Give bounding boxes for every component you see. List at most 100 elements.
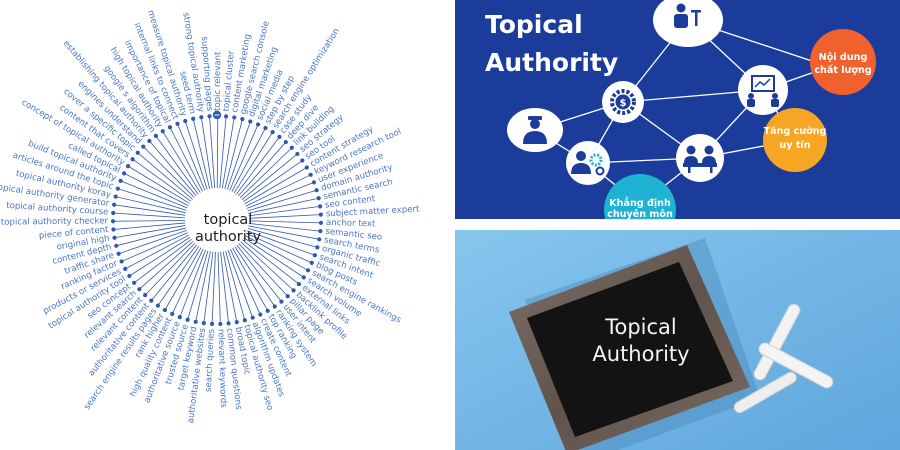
keyword-label: subject matter expert — [326, 204, 421, 219]
spoke-group — [110, 110, 324, 327]
spoke-line — [234, 246, 276, 307]
dollar-gear-node: $ — [602, 81, 644, 123]
keyword-label: search queries — [204, 328, 217, 392]
quality-content-line-1: Nội dung — [819, 51, 868, 63]
spoke-dot — [318, 212, 323, 217]
spoke-dot — [270, 130, 275, 135]
spoke-line — [221, 117, 235, 189]
spoke-dot — [314, 188, 319, 193]
presenter-icon — [674, 3, 701, 28]
spoke-dot — [311, 180, 317, 185]
officer-icon — [523, 116, 547, 144]
spoke-dot — [317, 237, 322, 242]
svg-text:$: $ — [620, 98, 627, 109]
keyword-label: anchor text — [326, 218, 376, 229]
spoke-dot — [115, 186, 120, 191]
chalkboard-svg: Topical Authority — [455, 230, 900, 450]
spoke-line — [237, 141, 287, 197]
spoke-line — [229, 248, 261, 315]
spoke-dot — [121, 171, 127, 176]
spoke-dot — [135, 150, 140, 155]
spoke-line — [132, 158, 192, 202]
spoke-line — [219, 116, 227, 189]
spoke-dot — [141, 144, 146, 149]
chalkboard-surface — [527, 262, 733, 437]
spoke-line — [248, 220, 321, 224]
reputation-bubble: Tăng cường uy tín — [763, 108, 827, 172]
spoke-line — [246, 182, 315, 209]
board-text-line-1: Topical — [604, 315, 677, 339]
spoke-dot — [149, 298, 154, 303]
spoke-dot — [272, 304, 277, 309]
spoke-dot — [318, 220, 324, 225]
quality-content-bubble: Nội dung chất lượng — [810, 29, 876, 95]
spoke-dot — [110, 219, 116, 224]
spoke-dot — [123, 266, 128, 271]
meeting-icon — [683, 145, 717, 173]
reputation-line-2: uy tín — [779, 139, 810, 151]
spoke-line — [150, 244, 198, 301]
spoke-line — [216, 116, 219, 189]
spoke-dot — [167, 125, 173, 130]
spoke-dot — [170, 311, 175, 316]
spoke-dot — [248, 119, 253, 124]
spoke-dot — [316, 196, 321, 201]
center-label-line-2: authority — [195, 229, 261, 245]
spoke-line — [115, 196, 186, 214]
presentation-board-icon — [747, 75, 779, 107]
officer-node — [507, 108, 563, 152]
spoke-dot — [315, 245, 320, 250]
spoke-dot — [112, 202, 117, 207]
spoke-line — [155, 135, 199, 195]
spoke-dot — [318, 229, 323, 234]
spoke-line — [248, 205, 321, 217]
spoke-line — [157, 246, 200, 306]
spoke-dot — [112, 235, 117, 240]
spoke-dot — [265, 308, 270, 313]
board-text-line-2: Authority — [592, 342, 689, 366]
spoke-dot — [232, 115, 237, 120]
spoke-line — [127, 165, 190, 204]
spoke-line — [220, 251, 229, 324]
spoke-line — [229, 124, 259, 191]
spoke-dot — [137, 287, 142, 292]
spoke-dot — [111, 210, 116, 216]
spoke-line — [239, 147, 293, 199]
spoke-line — [164, 247, 202, 311]
spoke-line — [235, 136, 280, 195]
spoke-line — [224, 119, 243, 190]
network-diagram-svg: $ — [507, 0, 876, 219]
spoke-line — [238, 243, 289, 297]
spoke-line — [113, 219, 186, 222]
spoke-dot — [201, 321, 206, 326]
spoke-line — [231, 127, 266, 192]
spoke-dot — [308, 172, 313, 177]
spoke-dot — [147, 138, 152, 144]
spoke-line — [248, 197, 319, 214]
spoke-line — [116, 227, 187, 247]
chalk-sticks — [733, 303, 834, 414]
spoke-dot — [223, 114, 229, 119]
spoke-dot — [113, 194, 118, 199]
spoke-dot — [185, 317, 190, 322]
center-label-line-1: topical — [204, 212, 253, 228]
worker-node — [566, 141, 610, 185]
reputation-line-1: Tăng cường — [764, 125, 827, 137]
spoke-dot — [199, 115, 204, 120]
spoke-line — [133, 239, 192, 284]
spoke-dot — [160, 129, 165, 134]
spoke-line — [248, 223, 321, 232]
spoke-dot — [191, 116, 196, 121]
spoke-line — [125, 234, 189, 270]
spoke-line — [240, 241, 294, 291]
spoke-dot — [130, 157, 135, 162]
network-title-line-2: Authority — [485, 48, 619, 77]
worker-gear-icon — [571, 151, 605, 176]
keyword-label: topical authority checker — [1, 216, 109, 227]
spoke-line — [203, 251, 214, 324]
spoke-dot — [291, 288, 296, 293]
spoke-dot — [240, 117, 245, 122]
